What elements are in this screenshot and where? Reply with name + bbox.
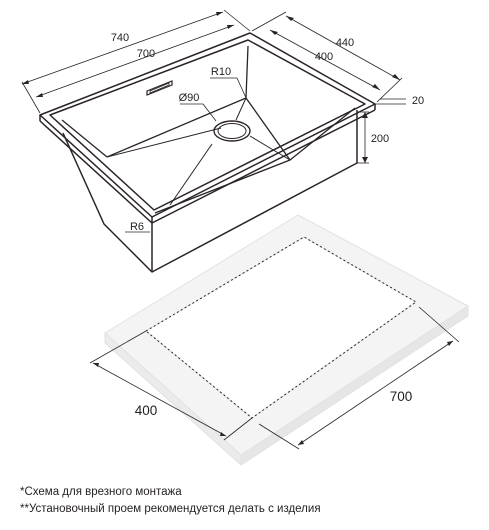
countertop-frame: [104, 214, 469, 466]
cutout-depth-label: 400: [135, 403, 158, 418]
note-cutout-recommendation: **Установочный проем рекомендуется делат…: [20, 503, 321, 515]
dim-bowl-width: 700: [137, 48, 155, 60]
cutout-width-label: 700: [390, 389, 413, 404]
cutout-dimension-lines: [89, 306, 460, 450]
overflow-slot-icon: [146, 80, 173, 96]
dim-bowl-depth: 400: [315, 51, 333, 63]
floor-slope-lines: [106, 97, 291, 206]
bowl-interior: [61, 45, 356, 214]
cutout-outline: [145, 236, 417, 419]
dimension-lines: [21, 9, 406, 164]
cutout-dimension-arrows: [93, 341, 453, 445]
leader-lines: [125, 77, 248, 233]
dim-corner-radius: R10: [211, 66, 231, 78]
dimension-arrows: [22, 12, 400, 163]
dim-overall-width: 740: [111, 32, 129, 44]
dim-bottom-radius: R6: [130, 221, 144, 233]
dim-drain-diameter: Ø90: [179, 92, 200, 104]
footnotes: *Схема для врезного монтажа **Установочн…: [20, 484, 321, 518]
note-mounting-scheme: *Схема для врезного монтажа: [20, 486, 182, 498]
dim-flange: 20: [412, 95, 424, 107]
dim-bowl-height: 200: [371, 133, 389, 145]
drain-icon: [213, 120, 251, 142]
dim-overall-depth: 440: [336, 37, 354, 49]
